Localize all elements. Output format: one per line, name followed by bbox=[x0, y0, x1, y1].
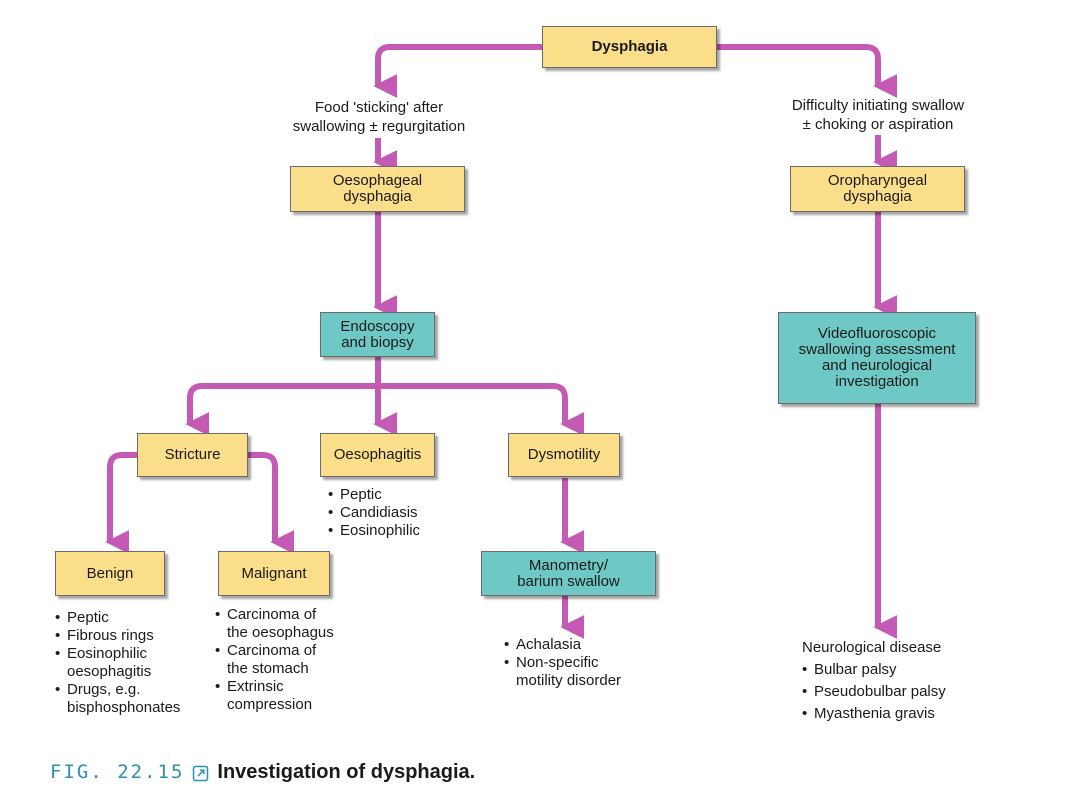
list-item: Eosinophilic bbox=[328, 522, 420, 540]
edge-label-food-sticking: Food 'sticking' after swallowing ± regur… bbox=[292, 99, 466, 135]
node-oesophagitis: Oesophagitis bbox=[320, 433, 435, 477]
node-manometry-barium-swallow: Manometry/ barium swallow bbox=[481, 551, 656, 596]
list-item: Pseudobulbar palsy bbox=[802, 681, 946, 703]
figure-title: Investigation of dysphagia. bbox=[217, 761, 476, 783]
list-item: Achalasia bbox=[504, 636, 621, 654]
list-item: Drugs, e.g. bisphosphonates bbox=[55, 681, 180, 717]
arrow-endoscopy-to-stricture bbox=[185, 383, 378, 436]
node-oropharyngeal-dysphagia: Oropharyngeal dysphagia bbox=[790, 166, 965, 212]
benign-cause-list: Peptic Fibrous rings Eosinophilic oesoph… bbox=[55, 609, 180, 717]
node-stricture: Stricture bbox=[137, 433, 248, 477]
list-item: Non-specific motility disorder bbox=[504, 654, 621, 690]
node-malignant: Malignant bbox=[218, 551, 330, 596]
list-item: Peptic bbox=[55, 609, 180, 627]
arrow-dysphagia-to-right bbox=[717, 44, 898, 98]
list-item: Carcinoma of the stomach bbox=[215, 642, 334, 678]
node-benign: Benign bbox=[55, 551, 165, 596]
list-item: Carcinoma of the oesophagus bbox=[215, 606, 334, 642]
figure-number: FIG. 22.15 bbox=[50, 761, 185, 783]
dysmotility-cause-list: Achalasia Non-specific motility disorder bbox=[504, 636, 621, 690]
node-dysphagia: Dysphagia bbox=[542, 26, 717, 68]
neurological-disease-list: Neurological disease Bulbar palsy Pseudo… bbox=[802, 637, 946, 725]
external-link-icon[interactable] bbox=[192, 764, 209, 781]
arrow-stricture-to-malignant bbox=[248, 452, 295, 554]
node-dysmotility: Dysmotility bbox=[508, 433, 620, 477]
list-item: Extrinsic compression bbox=[215, 678, 334, 714]
list-item: Myasthenia gravis bbox=[802, 703, 946, 725]
list-item: Peptic bbox=[328, 486, 420, 504]
list-heading: Neurological disease bbox=[802, 639, 942, 656]
list-item: Bulbar palsy bbox=[802, 659, 946, 681]
node-videofluoroscopic-assessment: Videofluoroscopic swallowing assessment … bbox=[778, 312, 976, 404]
arrow-dysphagia-to-left bbox=[373, 44, 542, 98]
list-item: Fibrous rings bbox=[55, 627, 180, 645]
node-endoscopy-biopsy: Endoscopy and biopsy bbox=[320, 312, 435, 357]
list-item: Candidiasis bbox=[328, 504, 420, 522]
edge-label-difficulty-initiating: Difficulty initiating swallow ± choking … bbox=[791, 97, 965, 133]
figure-caption: FIG. 22.15 Investigation of dysphagia. bbox=[50, 760, 475, 784]
node-oesophageal-dysphagia: Oesophageal dysphagia bbox=[290, 166, 465, 212]
arrow-stricture-to-benign bbox=[105, 452, 137, 554]
oesophagitis-cause-list: Peptic Candidiasis Eosinophilic bbox=[328, 486, 420, 540]
list-item: Eosinophilic oesophagitis bbox=[55, 645, 180, 681]
arrow-group bbox=[105, 44, 898, 639]
arrow-endoscopy-to-dysmotility bbox=[378, 383, 585, 436]
malignant-cause-list: Carcinoma of the oesophagus Carcinoma of… bbox=[215, 606, 334, 714]
